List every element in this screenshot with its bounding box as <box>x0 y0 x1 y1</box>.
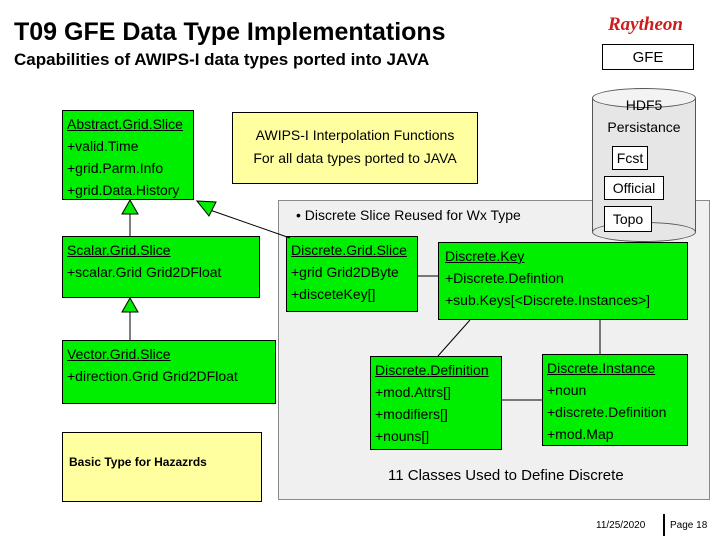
class-discrete-slice-attr-1: +grid Grid2DByte <box>291 264 399 280</box>
class-discrete-instance-attr-3: +mod.Map <box>547 426 614 442</box>
footer-separator <box>663 514 665 536</box>
storage-item-topo: Topo <box>604 206 652 232</box>
class-discrete-instance-attr-2: +discrete.Definition <box>547 404 667 420</box>
hdf5-title-line-1: HDF5 <box>625 97 663 113</box>
class-discrete-key-attr-1: +Discrete.Defintion <box>445 270 564 286</box>
class-scalar-attr-1: +scalar.Grid Grid2DFloat <box>67 264 222 280</box>
page-title: T09 GFE Data Type Implementations <box>14 18 446 46</box>
generalization-arrow-scalar <box>121 296 139 313</box>
class-abstract-attr-3: +grid.Data.History <box>67 182 180 198</box>
class-scalar-name: Scalar.Grid.Slice <box>67 242 171 258</box>
hdf5-title-line-2: Persistance <box>607 119 681 135</box>
interpolation-line-1: AWIPS-I Interpolation Functions <box>255 127 455 143</box>
class-discrete-key-name: Discrete.Key <box>445 248 525 264</box>
class-discrete-instance-attr-1: +noun <box>547 382 587 398</box>
class-discrete-key: Discrete.Key +Discrete.Defintion +sub.Ke… <box>438 242 688 320</box>
class-discrete-instance-name: Discrete.Instance <box>547 360 656 376</box>
storage-item-fcst: Fcst <box>612 146 648 170</box>
storage-item-official: Official <box>604 176 664 200</box>
class-discrete-definition-attr-2: +modifiers[] <box>375 406 448 422</box>
generalization-arrow-abstract <box>121 198 139 215</box>
class-discrete-slice-name: Discrete.Grid.Slice <box>291 242 407 258</box>
raytheon-logo: Raytheon <box>608 14 683 35</box>
footer-date: 11/25/2020 <box>596 520 646 531</box>
interpolation-box: AWIPS-I Interpolation Functions For all … <box>232 112 478 184</box>
generalization-arrow-discrete <box>195 200 217 217</box>
key-to-definition-line <box>437 319 471 357</box>
class-discrete-instance: Discrete.Instance +noun +discrete.Defini… <box>542 354 688 446</box>
footer-page-number: Page 18 <box>670 520 708 531</box>
hdf5-persistance-label: HDF5 Persistance <box>598 94 690 138</box>
class-discrete-key-attr-2: +sub.Keys[<Discrete.Instances>] <box>445 292 651 308</box>
class-discrete-definition-name: Discrete.Definition <box>375 362 489 378</box>
class-abstract-attr-2: +grid.Parm.Info <box>67 160 164 176</box>
class-abstract-attr-1: +valid.Time <box>67 138 139 154</box>
class-discrete-definition-attr-1: +mod.Attrs[] <box>375 384 451 400</box>
class-scalar-grid-slice: Scalar.Grid.Slice +scalar.Grid Grid2DFlo… <box>62 236 260 298</box>
class-abstract-name: Abstract.Grid.Slice <box>67 116 183 132</box>
class-discrete-grid-slice: Discrete.Grid.Slice +grid Grid2DByte +di… <box>286 236 418 312</box>
gfe-label-box: GFE <box>602 44 694 70</box>
class-discrete-definition-attr-3: +nouns[] <box>375 428 430 444</box>
page-subtitle: Capabilities of AWIPS-I data types porte… <box>14 50 430 69</box>
class-vector-grid-slice: Vector.Grid.Slice +direction.Grid Grid2D… <box>62 340 276 404</box>
class-discrete-definition: Discrete.Definition +mod.Attrs[] +modifi… <box>370 356 502 450</box>
hazards-note-box: Basic Type for Hazazrds <box>62 432 262 502</box>
discrete-slice-to-abstract-line <box>209 209 291 239</box>
class-vector-name: Vector.Grid.Slice <box>67 346 171 362</box>
class-vector-attr-1: +direction.Grid Grid2DFloat <box>67 368 238 384</box>
hdf5-cylinder-top <box>592 88 696 108</box>
interpolation-line-2: For all data types ported to JAVA <box>253 150 457 166</box>
class-abstract-grid-slice: Abstract.Grid.Slice +valid.Time +grid.Pa… <box>62 110 194 200</box>
discrete-reuse-note: • Discrete Slice Reused for Wx Type <box>296 207 521 223</box>
class-discrete-slice-attr-2: +disceteKey[] <box>291 286 376 302</box>
classes-count-note: 11 Classes Used to Define Discrete <box>388 467 624 484</box>
